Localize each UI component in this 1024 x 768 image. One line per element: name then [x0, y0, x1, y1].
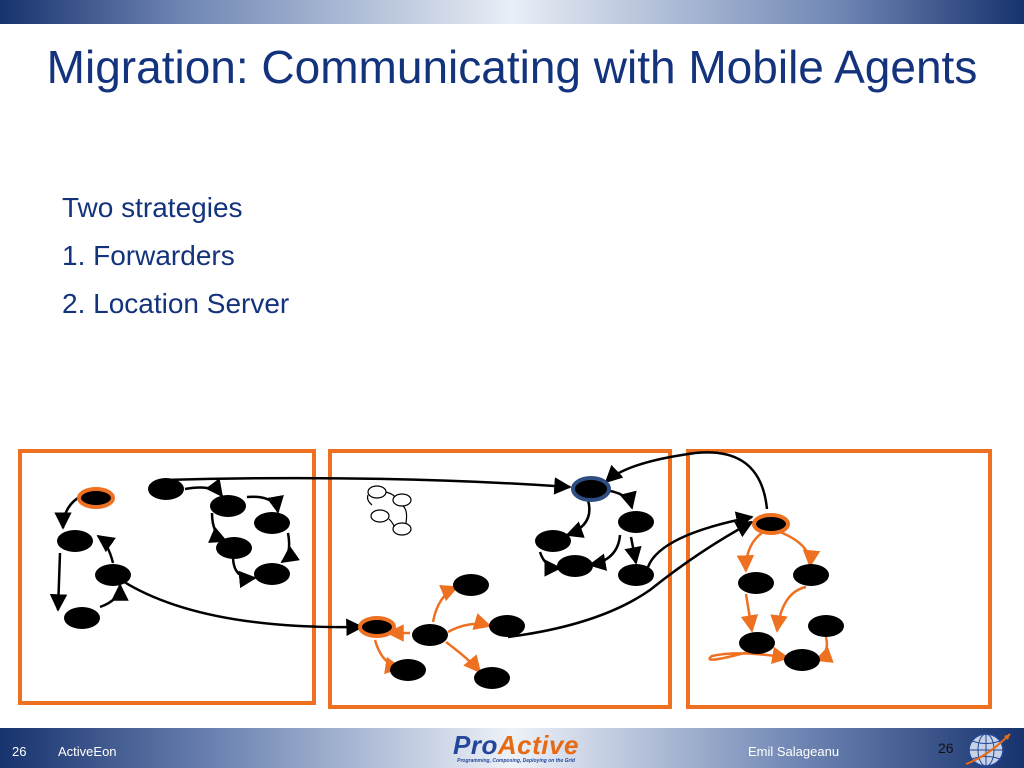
- nodes-right-panel: [738, 513, 844, 671]
- top-decorative-band: [0, 0, 1024, 24]
- bullet-location-server: 2. Location Server: [62, 288, 290, 319]
- nodes-left-panel: [57, 478, 290, 629]
- nodes-middle-panel: [358, 476, 654, 689]
- bullet-forwarders: 1. Forwarders: [62, 240, 235, 271]
- arrow-left-down: [49, 552, 68, 612]
- active-object: [64, 607, 100, 629]
- active-object: [738, 572, 774, 594]
- panel-right: [686, 449, 992, 709]
- orange-fwd-5: [445, 641, 482, 674]
- forwarder-object: [358, 616, 396, 638]
- arrow-chain-3: [280, 532, 300, 564]
- active-object: [535, 530, 571, 552]
- orange-fwd-6: [736, 530, 764, 573]
- location-server: [571, 476, 611, 502]
- orange-fwd-7: [779, 530, 821, 568]
- bullet-two-strategies: Two strategies: [62, 192, 243, 223]
- active-object: [254, 563, 290, 585]
- arrow-to-far-right: [507, 520, 754, 639]
- arrow-middle-chain-1: [538, 551, 562, 577]
- arrow-to-right-agent: [646, 511, 754, 568]
- arrow-chain-1: [246, 494, 284, 514]
- slide-title: Migration: Communicating with Mobile Age…: [46, 41, 978, 93]
- arrow-chain-2: [208, 512, 228, 543]
- active-object: [390, 659, 426, 681]
- arrow-to-forwarder: [120, 578, 364, 637]
- active-object: [618, 564, 654, 586]
- footer-author: Emil Salageanu: [748, 744, 840, 759]
- arrow-mid-to-top: [96, 534, 116, 564]
- active-object: [618, 511, 654, 533]
- active-object: [453, 574, 489, 596]
- footer-slide-number: 26: [938, 740, 954, 756]
- small-object-cluster: [366, 485, 412, 536]
- mobile-agent-origin: [77, 487, 115, 509]
- active-object: [557, 555, 593, 577]
- active-object: [210, 495, 246, 517]
- globe-icon: [965, 733, 1011, 767]
- logo-wordmark: ProActive: [418, 732, 614, 758]
- arrow-middle-chain-2: [588, 534, 622, 571]
- logo-text-pro: Pro: [453, 730, 498, 760]
- mobile-agent-current: [752, 513, 790, 535]
- arrow-bottom-to-mid: [99, 583, 129, 609]
- footer-organization: ActiveEon: [58, 744, 117, 759]
- active-object: [793, 564, 829, 586]
- active-object: [489, 615, 525, 637]
- arrow-long-to-location-server: [162, 476, 572, 495]
- active-object: [95, 564, 131, 586]
- logo-tagline: Programming, Composing, Deploying on the…: [457, 758, 575, 764]
- arrow-right-to-server: [604, 451, 769, 510]
- arrow-middle-chain-3: [624, 536, 642, 565]
- active-object: [216, 537, 252, 559]
- active-object: [739, 632, 775, 654]
- arrow-chain-4: [231, 555, 257, 589]
- active-object: [254, 512, 290, 534]
- orange-fwd-3: [447, 613, 492, 634]
- active-object: [474, 667, 510, 689]
- panel-middle: [328, 449, 672, 709]
- active-object: [57, 530, 93, 552]
- orange-fwd-11: [708, 646, 790, 665]
- active-object: [412, 624, 448, 646]
- orange-fwd-2: [431, 585, 459, 623]
- proactive-logo: ProActive Programming, Composing, Deploy…: [418, 732, 614, 766]
- active-object: [808, 615, 844, 637]
- logo-text-active: Active: [497, 730, 579, 760]
- footer-bar: 26 ActiveEon Emil Salageanu 26: [0, 728, 1024, 768]
- arrow-top-to-right: [184, 478, 224, 498]
- forwarder-arrows: [373, 530, 834, 675]
- active-object: [784, 649, 820, 671]
- arrow-server-down-left: [565, 499, 591, 538]
- orange-fwd-8: [740, 593, 759, 633]
- migration-diagram: [18, 449, 992, 709]
- footer-page-number: 26: [12, 744, 27, 759]
- orange-fwd-9: [770, 585, 807, 633]
- panel-left: [18, 449, 316, 705]
- bullet-list: Two strategies 1. Forwarders 2. Location…: [62, 188, 289, 332]
- active-object: [148, 478, 184, 500]
